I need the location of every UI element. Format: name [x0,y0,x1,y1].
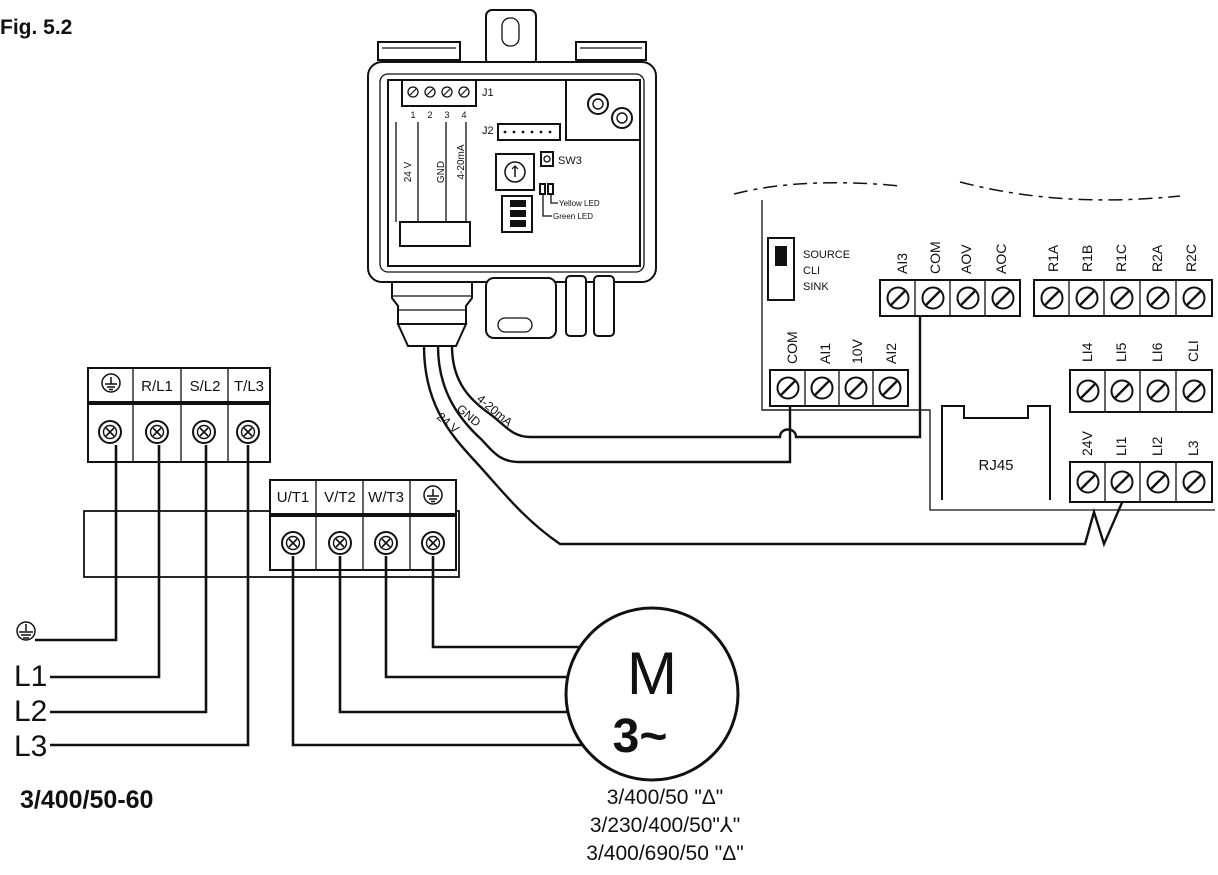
screw-icon [1076,379,1100,403]
screw-icon [921,286,945,310]
earth-icon [101,373,121,393]
terminal-ai3: AI3 [894,253,910,274]
screw-icon [1146,379,1170,403]
screw-icon [1110,470,1134,494]
supply-earth-symbol [16,621,36,641]
terminal-li4: LI4 [1079,342,1095,362]
screw-icon [374,531,398,555]
motor-wires [291,556,583,747]
rj45-label: RJ45 [978,457,1013,474]
screw-icon [956,286,980,310]
terminal-10v: 10V [849,338,865,364]
motor-letter: M [627,640,677,707]
terminal-com-mid: COM [784,331,800,364]
sensor-module: J1 1 2 3 4 24 V GND 4-20mA J2 SW3 [367,9,657,347]
supply-wires [35,445,250,747]
terminal-li1: LI1 [1113,436,1129,456]
motor-output-terminal-block: U/T1 V/T2 W/T3 [269,479,457,571]
terminal-label-sl2: S/L2 [190,378,221,395]
supply-rating: 3/400/50-60 [20,786,154,814]
earth-icon [423,485,443,505]
screw-icon [421,531,445,555]
terminal-aoc: AOC [993,244,1009,274]
terminal-label-rl1: R/L1 [141,378,173,395]
screw-icon [1075,286,1099,310]
sensor-pin-24v: 24 V [403,161,414,182]
j1-pin-number: 1 [410,110,415,120]
screw-icon [1182,470,1206,494]
yellow-led-label: Yellow LED [559,199,600,208]
terminal-li2: LI2 [1149,436,1165,456]
terminal-r2c: R2C [1183,244,1199,272]
j1-pin-number: 2 [427,110,432,120]
control-terminal-board: SOURCE CLI SINK AI3 COM AOV AOC R1A R1B … [733,181,1215,511]
screw-icon [1110,379,1134,403]
motor-rating-3: 3/400/690/50 "Δ" [586,842,744,865]
screw-icon [192,420,216,444]
screw-icon [810,376,834,400]
screw-icon [1146,470,1170,494]
sensor-pin-4-20ma: 4-20mA [456,144,467,179]
motor: M 3~ [564,606,740,782]
sensor-j1-label: J1 [482,87,494,99]
switch-label-source: SOURCE [803,249,850,261]
screw-icon [878,376,902,400]
screw-icon [991,286,1015,310]
green-led-label: Green LED [553,212,593,221]
terminal-label-vt2: V/T2 [324,489,356,506]
terminal-label-tl3: T/L3 [234,378,264,395]
terminal-li6: LI6 [1149,342,1165,362]
motor-phase: 3~ [613,710,668,763]
motor-ratings: 3/400/50 "Δ" 3/230/400/50"⅄" 3/400/690/5… [540,784,790,868]
supply-line-l2: L2 [14,695,47,728]
screw-icon [145,420,169,444]
screw-icon [1182,286,1206,310]
sensor-sw3-label: SW3 [558,155,582,167]
terminal-aov: AOV [958,244,974,274]
screw-icon [1076,470,1100,494]
terminal-r1c: R1C [1113,244,1129,272]
switch-label-sink: SINK [803,281,829,293]
signal-cables [422,316,1126,548]
screw-icon [281,531,305,555]
motor-rating-1: 3/400/50 "Δ" [606,786,724,809]
screw-icon [1110,286,1134,310]
screw-icon [1146,286,1170,310]
screw-icon [328,531,352,555]
terminal-l3: L3 [1185,440,1201,456]
screw-icon [886,286,910,310]
screw-icon [1040,286,1064,310]
terminal-com-top: COM [927,241,943,274]
terminal-label-ut1: U/T1 [277,489,310,506]
supply-line-l3: L3 [14,730,47,763]
figure-label: Fig. 5.2 [0,16,73,39]
terminal-r2a: R2A [1149,244,1165,272]
screw-icon [236,420,260,444]
terminal-label-wt3: W/T3 [368,489,404,506]
power-input-terminal-block: R/L1 S/L2 T/L3 [87,367,271,463]
motor-rating-2: 3/230/400/50"⅄" [589,814,741,837]
terminal-24v: 24V [1079,430,1095,456]
cable-label-4-20ma: 4-20mA [474,392,515,430]
switch-label-cli: CLI [803,265,820,277]
j1-pin-number: 4 [461,110,466,120]
terminal-ai1: AI1 [817,343,833,364]
terminal-cli: CLI [1185,340,1201,362]
screw-icon [844,376,868,400]
terminal-r1a: R1A [1045,244,1061,272]
supply-line-l1: L1 [14,660,47,693]
terminal-li5: LI5 [1113,342,1129,362]
sensor-pin-gnd: GND [436,161,447,183]
sensor-j2-label: J2 [482,125,494,137]
screw-icon [98,420,122,444]
j1-pin-number: 3 [444,110,449,120]
screw-icon [1182,379,1206,403]
terminal-ai2: AI2 [883,343,899,364]
terminal-r1b: R1B [1079,245,1095,272]
screw-icon [776,376,800,400]
